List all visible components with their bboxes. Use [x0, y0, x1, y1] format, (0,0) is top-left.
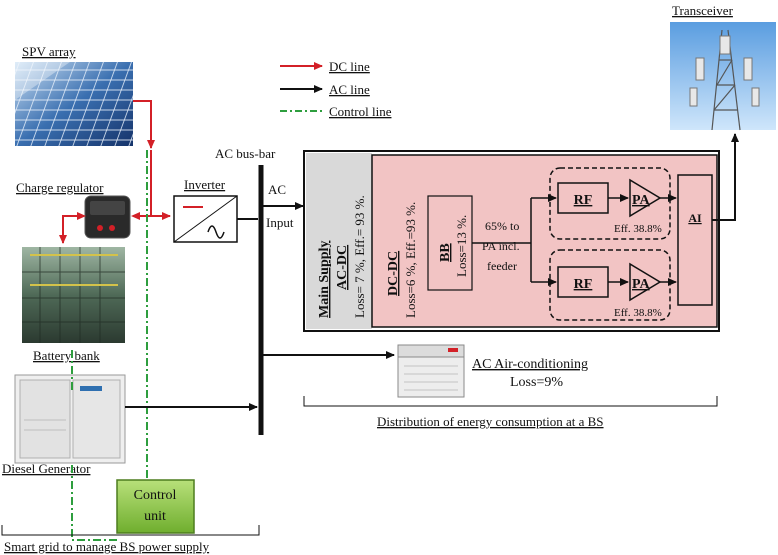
inverter-icon — [173, 195, 238, 243]
ai-to-transceiver-line — [712, 133, 739, 221]
control-line-left — [71, 350, 117, 541]
spv-array-label: SPV array — [22, 44, 76, 59]
feeder-label-1: 65% to — [485, 219, 519, 233]
air-conditioner-icon — [397, 344, 465, 398]
control-unit-label-2: unit — [144, 509, 166, 524]
solar-panel-icon — [15, 62, 133, 146]
battery-bank-icon — [22, 247, 125, 343]
pa-label-top: PA — [632, 193, 651, 208]
main-supply-label: Main Supply — [317, 241, 332, 318]
charge-regulator-icon — [84, 195, 131, 239]
ac-dc-label: AC-DC — [335, 245, 350, 290]
feeder-label-2: PA incl. — [482, 239, 520, 253]
distribution-caption: Distribution of energy consumption at a … — [377, 414, 604, 429]
smart-grid-caption: Smart grid to manage BS power supply — [4, 539, 210, 554]
control-unit-box — [116, 479, 195, 534]
diesel-generator-icon — [14, 374, 126, 464]
ai-label: AI — [688, 211, 702, 225]
pa-amplifier-top-icon — [629, 178, 662, 218]
ac-input-label-2: Input — [266, 215, 294, 230]
dc-line-spv-down — [133, 100, 155, 149]
distribution-bracket — [303, 396, 718, 407]
pa-label-bottom: PA — [632, 277, 651, 292]
legend-dc-label: DC line — [329, 59, 370, 74]
control-unit-label-1: Control — [134, 488, 177, 503]
dc-dc-loss-label: Loss=6 %, Eff.=93 %. — [403, 202, 418, 318]
battery-bank-label: Battery bank — [33, 348, 100, 363]
rf-pa-chain-top — [549, 167, 671, 240]
diesel-generator-label: Diesel Generator — [2, 461, 91, 476]
bb-label: BB — [438, 243, 453, 262]
inverter-label: Inverter — [184, 177, 226, 192]
dc-dc-label: DC-DC — [386, 251, 401, 296]
main-supply-panel — [306, 153, 372, 329]
legend-control-label: Control line — [329, 104, 392, 119]
rf-label-top: RF — [574, 193, 593, 208]
ai-box — [677, 174, 713, 306]
ac-dc-loss-label: Loss= 7 %, Eff.= 93 %. — [352, 195, 367, 318]
pa-amplifier-bottom-icon — [629, 262, 662, 302]
feeder-label-3: feeder — [487, 259, 517, 273]
pa-eff-label-bottom: Eff. 38.8% — [614, 307, 662, 319]
smart-grid-bracket — [1, 525, 260, 536]
air-conditioning-loss: Loss=9% — [510, 375, 563, 390]
ac-busbar-label: AC bus-bar — [215, 146, 276, 161]
ac-input-label-1: AC — [268, 182, 286, 197]
pa-eff-label-top: Eff. 38.8% — [614, 223, 662, 235]
air-conditioning-label: AC Air-conditioning — [472, 357, 588, 372]
rf-label-bottom: RF — [574, 277, 593, 292]
dc-block-panel — [371, 154, 718, 328]
dc-line-regulator-battery — [59, 212, 86, 244]
charge-regulator-label: Charge regulator — [16, 180, 104, 195]
bb-loss-label: Loss=13 %. — [454, 215, 469, 277]
transceiver-tower-icon — [670, 22, 776, 131]
legend-ac-label: AC line — [329, 82, 370, 97]
transceiver-label: Transceiver — [672, 3, 734, 18]
